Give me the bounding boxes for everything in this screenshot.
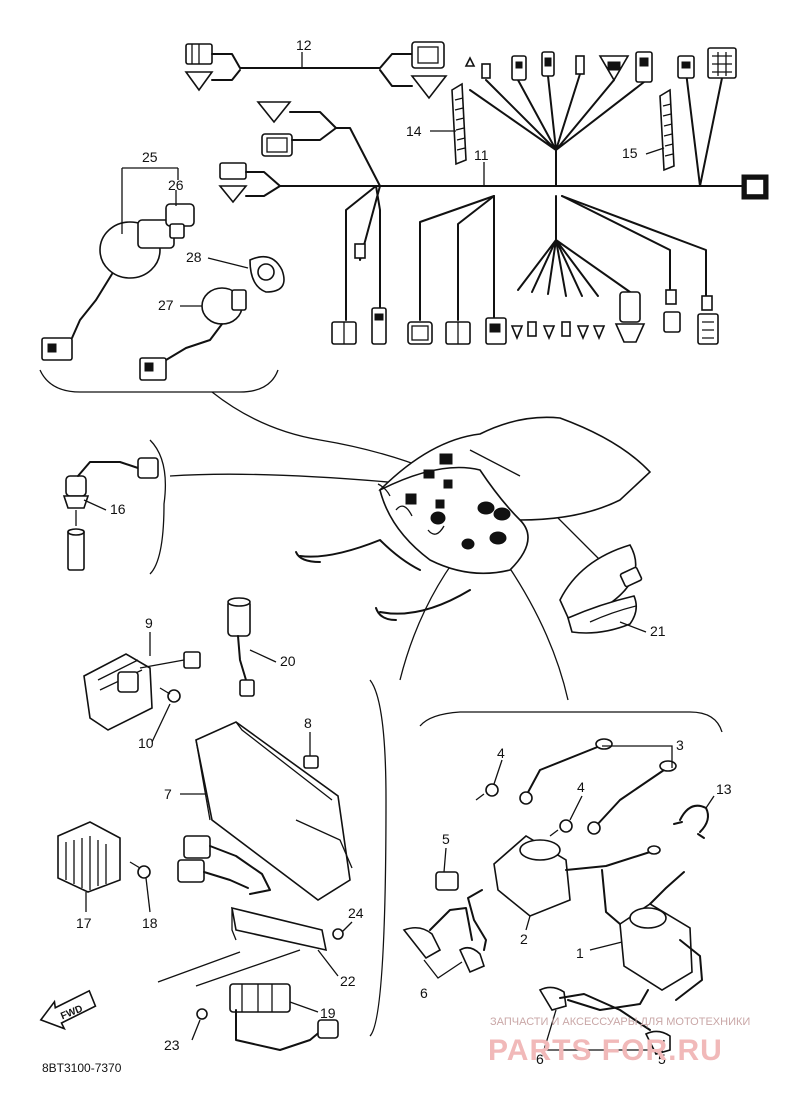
condenser-20 bbox=[227, 597, 255, 697]
cdi-unit-7 bbox=[177, 679, 387, 1037]
callout-leaders bbox=[83, 52, 715, 1053]
callout-2: 2 bbox=[520, 931, 528, 947]
wire-harness-11 bbox=[218, 47, 769, 345]
part-number-labels: 12 14 11 15 25 26 28 27 16 21 9 20 10 8 … bbox=[76, 37, 732, 1067]
callout-14: 14 bbox=[406, 123, 422, 139]
callout-5a: 5 bbox=[442, 831, 450, 847]
callout-9: 9 bbox=[145, 615, 153, 631]
wire-harness-12 bbox=[184, 41, 448, 100]
callout-12: 12 bbox=[296, 37, 312, 53]
ignition-coil-2 bbox=[435, 835, 661, 951]
resistor-9 bbox=[83, 651, 201, 731]
callout-27: 27 bbox=[158, 297, 174, 313]
callout-7: 7 bbox=[164, 786, 172, 802]
cable-tie-14 bbox=[451, 82, 467, 166]
callout-26: 26 bbox=[168, 177, 184, 193]
leader-line-harness bbox=[211, 391, 431, 471]
callout-3: 3 bbox=[676, 737, 684, 753]
callout-25: 25 bbox=[142, 149, 158, 165]
spark-plug-leads-3 bbox=[519, 738, 677, 835]
bolts-4 bbox=[475, 783, 573, 837]
ignition-section-bracket bbox=[419, 711, 723, 733]
callout-6b: 6 bbox=[536, 1051, 544, 1067]
callout-20: 20 bbox=[280, 653, 296, 669]
clamp-13 bbox=[673, 804, 709, 839]
callout-24: 24 bbox=[348, 905, 364, 921]
callout-6a: 6 bbox=[420, 985, 428, 1001]
callout-4b: 4 bbox=[577, 779, 585, 795]
main-switch-assembly bbox=[39, 203, 285, 393]
callout-1: 1 bbox=[576, 945, 584, 961]
plug-caps-6 bbox=[402, 907, 671, 1055]
callout-10: 10 bbox=[138, 735, 154, 751]
watermark-brand: PARTS FOR.RU bbox=[488, 1034, 723, 1067]
callout-17: 17 bbox=[76, 915, 92, 931]
callout-19: 19 bbox=[320, 1005, 336, 1021]
rectifier-17 bbox=[57, 821, 151, 893]
callout-15: 15 bbox=[622, 145, 638, 161]
diagram-code: 8BT3100-7370 bbox=[42, 1061, 122, 1075]
snowmobile-body bbox=[295, 416, 652, 621]
relay-19 bbox=[196, 983, 339, 1051]
leader-line-stop-switch bbox=[169, 473, 411, 485]
callout-22: 22 bbox=[340, 973, 356, 989]
callout-16: 16 bbox=[110, 501, 126, 517]
callout-11: 11 bbox=[474, 147, 489, 163]
watermark-tagline: ЗАПЧАСТИ И АКСЕССУАРЫ ДЛЯ МОТОТЕХНИКИ bbox=[490, 1016, 750, 1028]
callout-13: 13 bbox=[716, 781, 732, 797]
watermark: ЗАПЧАСТИ И АКСЕССУАРЫ ДЛЯ МОТОТЕХНИКИ PA… bbox=[488, 1016, 750, 1067]
stop-switch-assembly bbox=[62, 439, 167, 575]
callout-23: 23 bbox=[164, 1037, 180, 1053]
callout-8: 8 bbox=[304, 715, 312, 731]
cable-tie-15 bbox=[659, 88, 675, 172]
callout-28: 28 bbox=[186, 249, 202, 265]
ignition-coil-1 bbox=[567, 869, 703, 1011]
callout-18: 18 bbox=[142, 915, 158, 931]
rear-flap-21 bbox=[559, 544, 643, 634]
callout-4a: 4 bbox=[497, 745, 505, 761]
callout-5b: 5 bbox=[658, 1051, 666, 1067]
callout-21: 21 bbox=[650, 623, 666, 639]
fwd-arrow-icon: FWD bbox=[39, 989, 97, 1031]
bracket-22 bbox=[157, 906, 344, 987]
